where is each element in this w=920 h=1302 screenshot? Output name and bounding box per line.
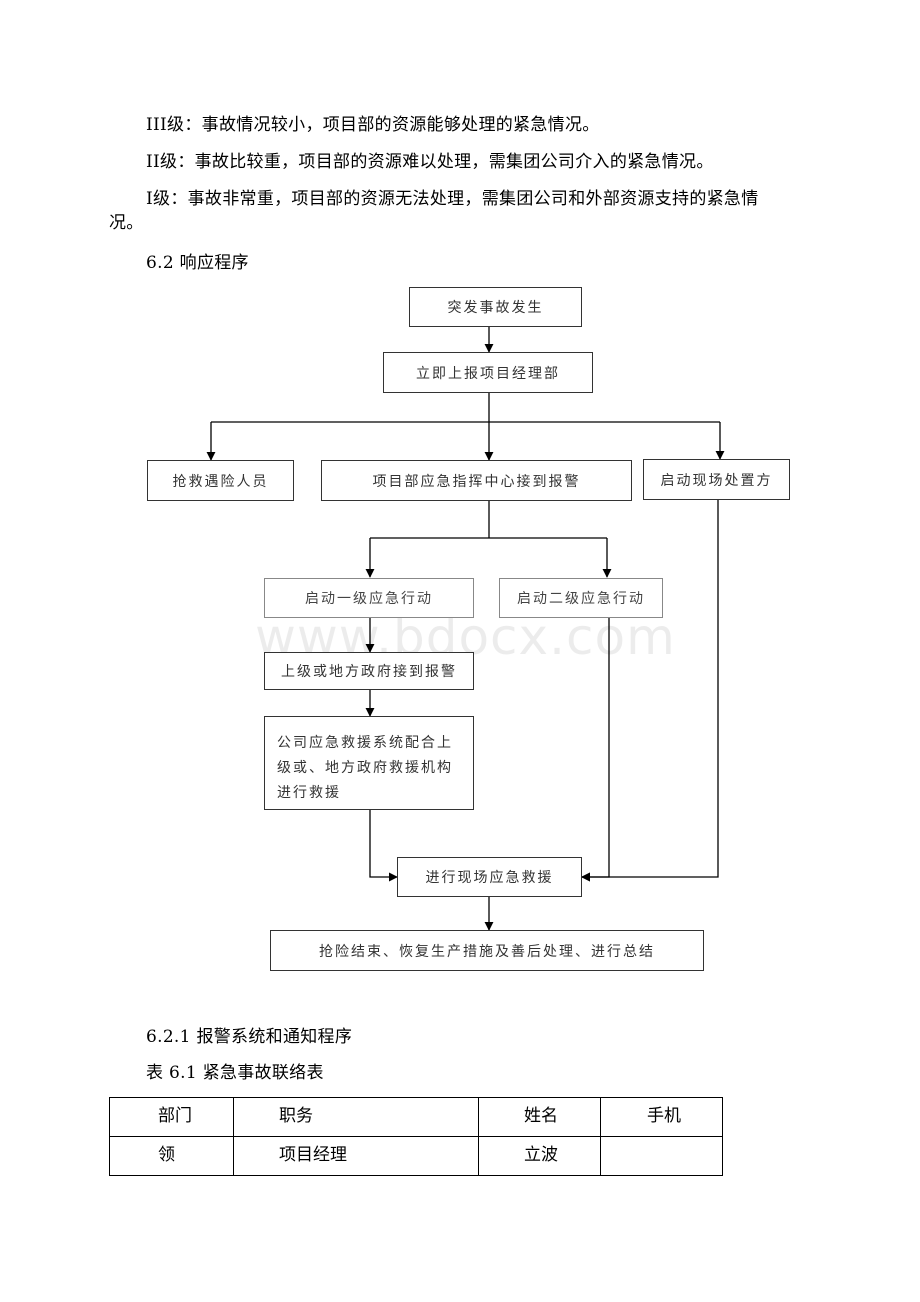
table-row: 领 项目经理 立波 bbox=[109, 1136, 723, 1176]
table-header-row: 部门 职务 姓名 手机 bbox=[109, 1097, 723, 1137]
company-system-line3: 进行救援 bbox=[277, 785, 341, 801]
flow-box-gov-alarm: 上级或地方政府接到报警 bbox=[264, 652, 474, 690]
arrow-company-to-rescue bbox=[369, 810, 398, 882]
company-system-line1: 公司应急救援系统配合上 bbox=[277, 735, 453, 751]
flow-box-occur: 突发事故发生 bbox=[409, 287, 582, 327]
flow-box-rescuers: 抢救遇险人员 bbox=[147, 460, 294, 501]
header-position: 职务 bbox=[279, 1106, 313, 1126]
level1-description-line2: 况。 bbox=[109, 213, 144, 233]
flow-box-command-center: 项目部应急指挥中心接到报警 bbox=[321, 460, 632, 501]
arrow-plan-to-rescue bbox=[581, 500, 719, 882]
cell-position: 项目经理 bbox=[279, 1145, 347, 1165]
level1-description-line1: I级：事故非常重，项目部的资源无法处理，需集团公司和外部资源支持的紧急情 bbox=[146, 189, 759, 209]
flow-box-onsite-rescue: 进行现场应急救援 bbox=[397, 857, 582, 897]
header-name: 姓名 bbox=[524, 1106, 558, 1126]
company-system-line2: 级或、地方政府救援机构 bbox=[277, 760, 453, 776]
flow-box-onsite-plan: 启动现场处置方 bbox=[643, 459, 790, 500]
flow-box-level1-action: 启动一级应急行动 bbox=[264, 578, 474, 618]
cell-name: 立波 bbox=[524, 1145, 558, 1165]
contact-table: 部门 职务 姓名 手机 领 项目经理 立波 bbox=[109, 1097, 723, 1176]
arrow-level2-to-rescue bbox=[581, 618, 610, 882]
flow-box-company-system: 公司应急救援系统配合上 级或、地方政府救援机构 进行救援 bbox=[264, 716, 474, 810]
level3-description: III级：事故情况较小，项目部的资源能够处理的紧急情况。 bbox=[146, 115, 600, 135]
section-heading-6-2: 6.2 响应程序 bbox=[146, 253, 249, 273]
level2-description: II级：事故比较重，项目部的资源难以处理，需集团公司介入的紧急情况。 bbox=[146, 152, 714, 172]
cell-department: 领 bbox=[158, 1145, 175, 1165]
table-caption: 表 6.1 紧急事故联络表 bbox=[146, 1063, 324, 1083]
section-heading-6-2-1: 6.2.1 报警系统和通知程序 bbox=[146, 1027, 353, 1047]
flow-box-finish: 抢险结束、恢复生产措施及善后处理、进行总结 bbox=[270, 930, 704, 971]
flow-box-report: 立即上报项目经理部 bbox=[383, 352, 593, 393]
header-mobile: 手机 bbox=[647, 1106, 681, 1126]
flow-box-level2-action: 启动二级应急行动 bbox=[499, 578, 663, 618]
header-department: 部门 bbox=[158, 1106, 192, 1126]
